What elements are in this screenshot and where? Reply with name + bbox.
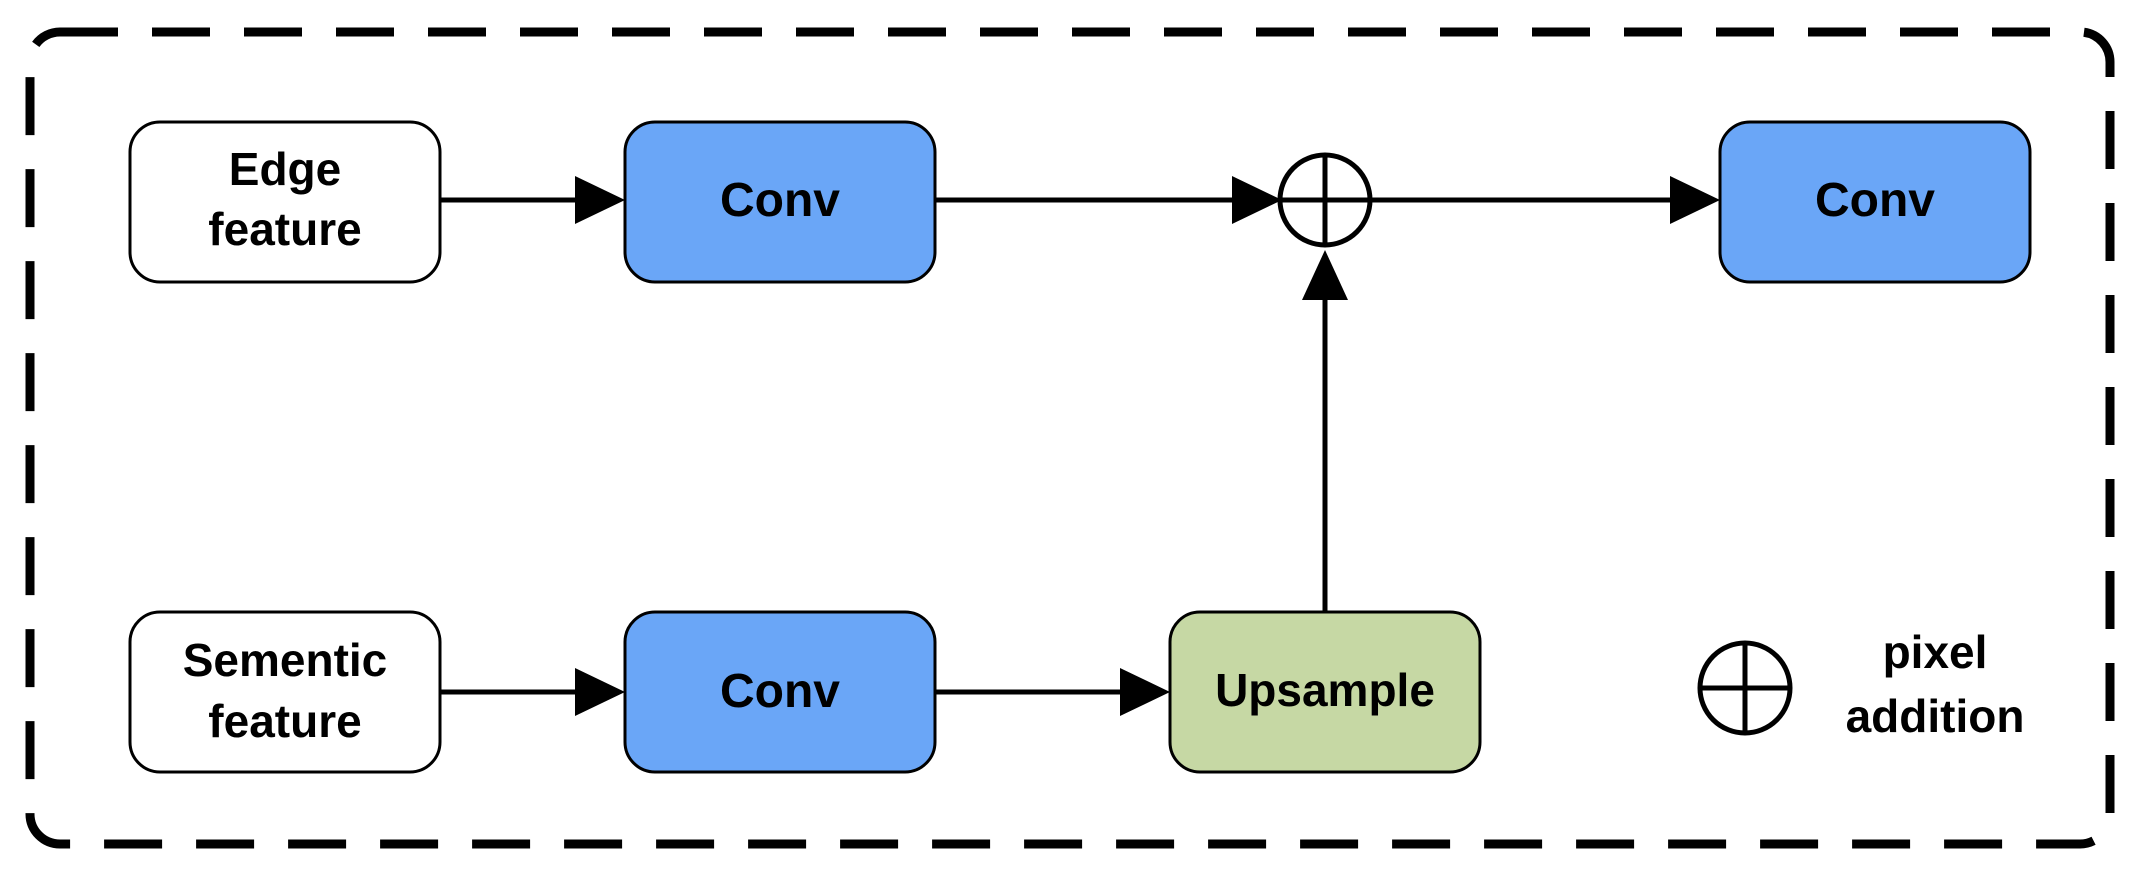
arrowhead-addition-to-conv-out — [1670, 176, 1720, 224]
semantic-feature-node: Sementic feature — [128, 610, 442, 774]
arrowhead-upsample-to-addition — [1302, 250, 1348, 300]
upsample-label: Upsample — [1215, 664, 1435, 716]
edge-feature-label-line1: Edge — [229, 143, 341, 195]
conv-output-label: Conv — [1815, 174, 1935, 227]
semantic-feature-label-line2: feature — [208, 695, 361, 747]
conv-output-node: Conv — [1718, 120, 2032, 284]
dashed-module-border — [25, 27, 2115, 849]
edge-feature-label-line2: feature — [208, 203, 361, 255]
arrowhead-semantic-to-conv — [575, 668, 625, 716]
conv-top-node: Conv — [623, 120, 937, 284]
circle-plus-icon — [1697, 640, 1793, 736]
semantic-feature-label-line1: Sementic — [183, 634, 388, 686]
conv-top-label: Conv — [720, 174, 840, 227]
upsample-node: Upsample — [1168, 610, 1482, 774]
edge-feature-node: Edge feature — [128, 120, 442, 284]
conv-bottom-label: Conv — [720, 665, 840, 718]
legend: pixel addition — [1697, 626, 2025, 742]
conv-bottom-node: Conv — [623, 610, 937, 774]
arrowhead-conv-to-addition — [1232, 176, 1282, 224]
legend-label-line1: pixel — [1883, 626, 1988, 678]
connectors — [440, 176, 1720, 716]
arrowhead-edge-to-conv — [575, 176, 625, 224]
legend-label-line2: addition — [1846, 690, 2025, 742]
pixel-addition-icon — [1277, 152, 1373, 248]
arrowhead-conv-to-upsample — [1120, 668, 1170, 716]
